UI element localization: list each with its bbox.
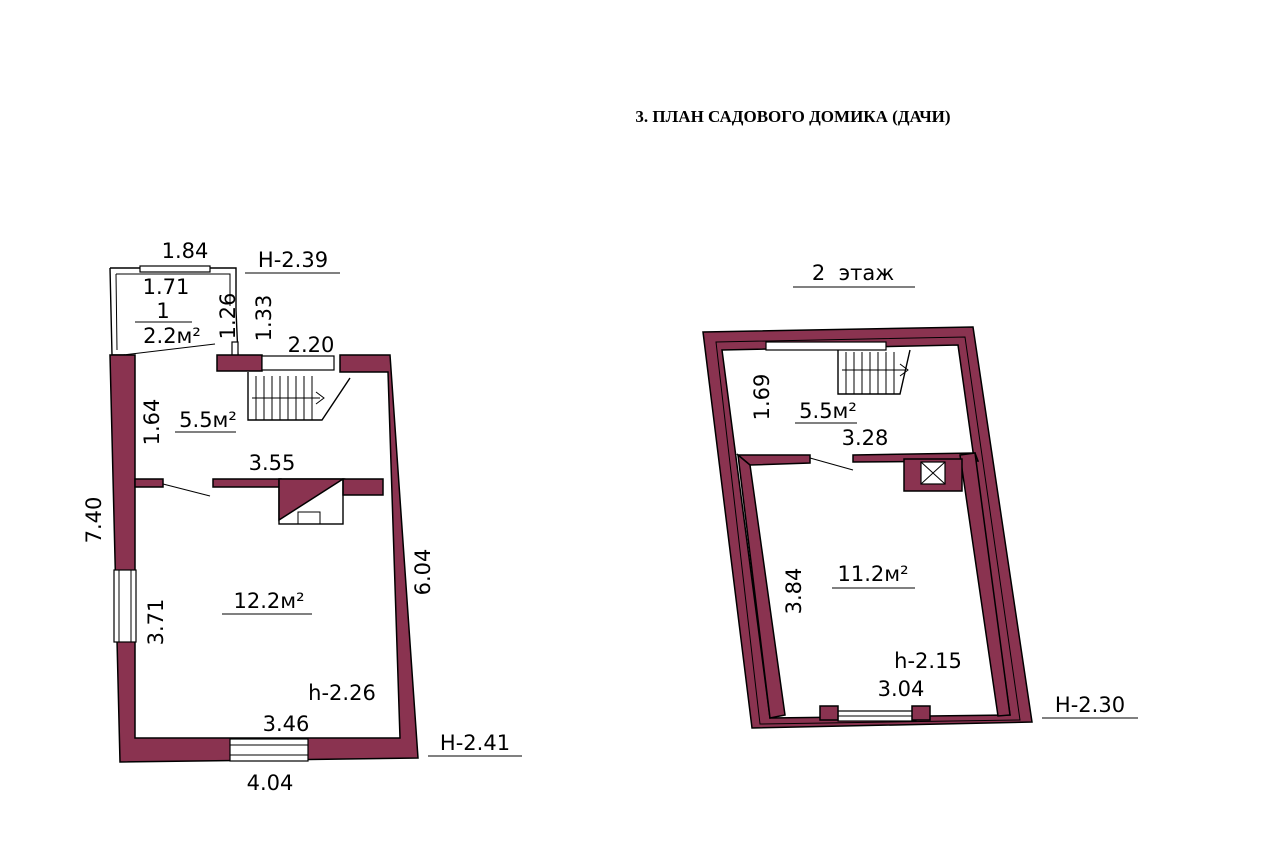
floor-2-main-area: 11.2м² bbox=[837, 562, 908, 586]
top-window bbox=[261, 355, 335, 371]
bottom-outer-width: 4.04 bbox=[247, 771, 294, 795]
bottom-inner-width: 3.46 bbox=[263, 712, 310, 736]
stairs-floor-2 bbox=[837, 349, 911, 395]
right-height: 6.04 bbox=[411, 549, 435, 596]
stairs-2-arrow-icon bbox=[899, 363, 909, 377]
upper-room-width: 3.28 bbox=[842, 426, 889, 450]
main-room-inner-height: h-2.26 bbox=[308, 681, 376, 705]
floor-1-plan: 1.84 H-2.39 1.71 1 2.2м² 1.26 1.33 2.20 … bbox=[82, 239, 522, 795]
hall-area: 5.5м² bbox=[179, 408, 237, 432]
stove bbox=[278, 478, 346, 525]
floor-2-main-height: 3.84 bbox=[782, 568, 806, 615]
partition-left bbox=[134, 478, 164, 488]
total-height: 7.40 bbox=[82, 497, 106, 544]
partition-right bbox=[342, 478, 384, 496]
hall-left-height: 1.64 bbox=[140, 399, 164, 446]
upper-room-area: 5.5м² bbox=[799, 399, 857, 423]
floor-1-height-mark: H-2.41 bbox=[440, 731, 510, 755]
porch-door-swing bbox=[122, 343, 216, 356]
porch-height-mark: H-2.39 bbox=[258, 248, 328, 272]
main-room-area: 12.2м² bbox=[233, 589, 304, 613]
floor-2-label: 2 этаж bbox=[812, 261, 894, 285]
floor-2-top-window bbox=[765, 341, 887, 351]
door-swing-1 bbox=[162, 483, 211, 497]
upper-room-height: 1.69 bbox=[750, 374, 774, 421]
stairs-arrow-icon bbox=[315, 391, 325, 405]
porch-room-number: 1 bbox=[156, 299, 169, 323]
chimney bbox=[903, 458, 963, 492]
porch-top-width: 1.84 bbox=[162, 239, 209, 263]
floor-2-bottom-width: 3.04 bbox=[878, 677, 925, 701]
left-window-height: 3.71 bbox=[144, 599, 168, 646]
porch-side-b: 1.33 bbox=[252, 295, 276, 342]
partition-mid bbox=[212, 478, 282, 488]
porch-side-a: 1.26 bbox=[216, 293, 240, 340]
plan-title: 3. ПЛАН САДОВОГО ДОМИКА (ДАЧИ) bbox=[635, 107, 950, 126]
porch-window bbox=[139, 265, 211, 273]
porch-inner-width: 1.71 bbox=[143, 275, 190, 299]
door-swing-2 bbox=[809, 457, 854, 471]
floor-2-plan: 2 этаж 1.69 5.5м² 3.28 11.2м² 3.84 h-2.1… bbox=[702, 261, 1138, 729]
bottom-window bbox=[229, 738, 309, 762]
porch bbox=[109, 265, 239, 357]
porch-area: 2.2м² bbox=[143, 324, 201, 348]
left-window bbox=[113, 569, 137, 643]
top-wall-segment bbox=[216, 354, 263, 372]
floor-2-height-mark: H-2.30 bbox=[1055, 693, 1125, 717]
partition-width: 3.55 bbox=[249, 451, 296, 475]
floor-2-inner-height: h-2.15 bbox=[894, 649, 962, 673]
hall-top-width: 2.20 bbox=[288, 333, 335, 357]
stairs-floor-1 bbox=[247, 372, 351, 421]
